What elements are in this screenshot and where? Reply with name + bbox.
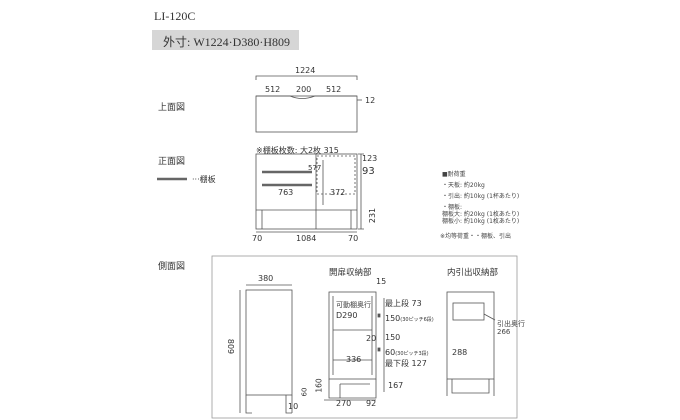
- clear-150: 150: [385, 333, 401, 342]
- inner-depth-336: 336: [346, 355, 362, 364]
- top-seg-right: 512: [326, 85, 342, 94]
- dim-577: 577: [308, 164, 322, 172]
- top-seg-left: 512: [265, 85, 281, 94]
- outer-dimensions: 外寸: W1224·D380·H809: [163, 35, 290, 49]
- top-view-width-dimline: [255, 75, 358, 80]
- movable-depth-label: 可動棚奥行: [336, 301, 371, 309]
- drawer-outline: [316, 155, 356, 195]
- dim-167: 167: [388, 381, 404, 390]
- model-number: LI-120C: [154, 9, 196, 23]
- movable-depth: D290: [336, 311, 358, 320]
- load-note-3: ・棚板:: [442, 204, 463, 211]
- load-note-5: 棚板小: 約10kg (1枚あたり): [442, 218, 520, 225]
- door-top-15: 15: [376, 277, 387, 286]
- base-mid: 1084: [296, 234, 317, 243]
- base-270: 270: [336, 399, 352, 408]
- side-height: 809: [226, 338, 236, 355]
- load-notes-title: ■耐荷重: [442, 171, 466, 178]
- shelf-note: ※棚板枚数: 大2枚 315: [256, 146, 339, 155]
- dim-231: 231: [368, 207, 378, 224]
- drawer-section-title: 内引出収納部: [447, 268, 499, 278]
- door-section-title: 開扉収納部: [329, 268, 372, 278]
- drawer-depth: 266: [497, 328, 511, 336]
- side-depth: 380: [258, 274, 274, 283]
- dim-123: 123: [362, 154, 378, 163]
- dim-763: 763: [278, 188, 294, 197]
- pitch-150: 150(30ピッチ6段): [385, 314, 434, 323]
- base-left: 70: [252, 234, 263, 243]
- side-foot: 10: [288, 402, 299, 411]
- dim-372: 372: [330, 188, 346, 197]
- right-height-dimlines: [358, 153, 364, 230]
- top-view-cutout: [289, 95, 316, 99]
- dim-160: 160: [314, 378, 324, 393]
- dim-93: 93: [362, 166, 375, 177]
- top-width-total: 1224: [295, 66, 316, 75]
- side-profile: [245, 289, 293, 396]
- top-shelf: 最上段 73: [385, 299, 422, 308]
- base-92: 92: [366, 399, 377, 408]
- base-right: 70: [348, 234, 359, 243]
- drawer-inner-288: 288: [452, 348, 468, 357]
- side-plinth: 60: [300, 387, 309, 397]
- load-note-2: ・引出: 約10kg (1杯あたり): [442, 193, 520, 200]
- top-view-label: 上面図: [158, 103, 186, 113]
- outer-dimensions-band: [152, 30, 299, 50]
- bottom-shelf: 最下段 127: [385, 359, 427, 368]
- pitch-60: 60(30ピッチ3段): [385, 348, 429, 357]
- gap-20: 20: [366, 334, 377, 343]
- top-thickness: 12: [365, 96, 376, 105]
- base-plinth: [256, 209, 357, 229]
- door-section-outline: [328, 291, 377, 380]
- load-note-1: ・天板: 約20kg: [442, 182, 485, 189]
- top-view-outline: [255, 95, 358, 133]
- load-note-4: 棚板大: 約20kg (1枚あたり): [442, 211, 520, 218]
- front-view-label: 正面図: [158, 157, 186, 167]
- shelf-legend-text: ···棚板: [192, 175, 216, 184]
- side-view-panel: [211, 255, 518, 419]
- top-seg-mid: 200: [296, 85, 312, 94]
- cabinet-front-outline: [255, 153, 358, 230]
- load-footnote: ※均等荷重・・棚板、引出: [440, 233, 512, 240]
- drawer-section-outline: [446, 291, 495, 380]
- side-view-label: 側面図: [158, 262, 186, 272]
- drawer-depth-label: 引出奥行: [497, 320, 525, 328]
